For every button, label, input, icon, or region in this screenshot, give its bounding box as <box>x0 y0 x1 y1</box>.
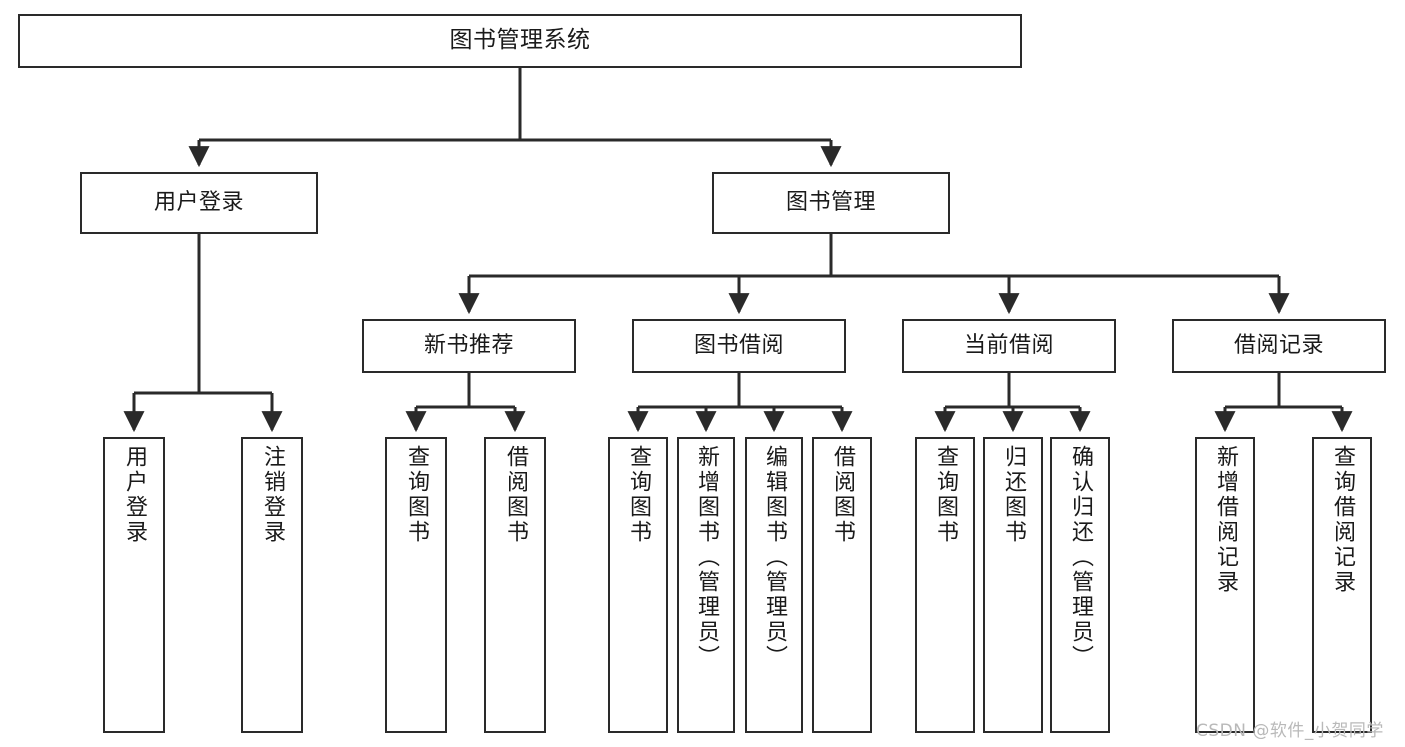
node-root[interactable]: 图书管理系统 <box>18 14 1022 68</box>
node-new-book-recommend[interactable]: 新书推荐 <box>362 319 576 373</box>
edge-borrowrecord-to-leaves <box>1214 373 1353 433</box>
edge-root-to-level2 <box>188 68 842 168</box>
node-user-login-label: 用户登录 <box>153 190 244 216</box>
node-leaf-add-record-label: 新增借阅记录 <box>1213 445 1238 595</box>
node-leaf-add-book-label: 新增图书（管理员） <box>694 445 719 670</box>
node-leaf-user-login-label: 用户登录 <box>122 445 147 545</box>
node-leaf-add-book[interactable]: 新增图书（管理员） <box>677 437 735 733</box>
node-leaf-add-record[interactable]: 新增借阅记录 <box>1195 437 1255 733</box>
node-borrow-record[interactable]: 借阅记录 <box>1172 319 1386 373</box>
csdn-watermark: CSDN @软件_小贺同学 <box>1196 721 1384 741</box>
node-leaf-query-record[interactable]: 查询借阅记录 <box>1312 437 1372 733</box>
node-user-login[interactable]: 用户登录 <box>80 172 318 234</box>
edge-newbook-to-leaves <box>405 373 526 433</box>
node-leaf-borrow-book-1[interactable]: 借阅图书 <box>484 437 546 733</box>
edge-bookborrow-to-leaves <box>627 373 853 433</box>
node-leaf-borrow-book-2-label: 借阅图书 <box>830 445 855 545</box>
node-leaf-edit-book-label: 编辑图书（管理员） <box>762 445 787 670</box>
edge-userlogin-to-leaves <box>123 234 283 433</box>
node-new-book-recommend-label: 新书推荐 <box>423 333 514 359</box>
edge-currentborrow-to-leaves <box>934 373 1091 433</box>
node-book-manage[interactable]: 图书管理 <box>712 172 950 234</box>
node-book-borrow-label: 图书借阅 <box>693 333 784 359</box>
node-leaf-logout-label: 注销登录 <box>260 445 285 545</box>
node-leaf-query-book-2[interactable]: 查询图书 <box>608 437 668 733</box>
node-current-borrow[interactable]: 当前借阅 <box>902 319 1116 373</box>
node-leaf-logout[interactable]: 注销登录 <box>241 437 303 733</box>
node-leaf-query-book-3[interactable]: 查询图书 <box>915 437 975 733</box>
node-book-borrow[interactable]: 图书借阅 <box>632 319 846 373</box>
node-leaf-edit-book[interactable]: 编辑图书（管理员） <box>745 437 803 733</box>
node-leaf-return-book[interactable]: 归还图书 <box>983 437 1043 733</box>
node-leaf-user-login[interactable]: 用户登录 <box>103 437 165 733</box>
node-leaf-query-record-label: 查询借阅记录 <box>1330 445 1355 595</box>
node-leaf-query-book-1[interactable]: 查询图书 <box>385 437 447 733</box>
node-leaf-query-book-3-label: 查询图书 <box>933 445 958 545</box>
edge-bookmanage-to-level3 <box>458 234 1290 315</box>
node-leaf-confirm-return-label: 确认归还（管理员） <box>1068 445 1093 670</box>
node-borrow-record-label: 借阅记录 <box>1233 333 1324 359</box>
node-leaf-return-book-label: 归还图书 <box>1001 445 1026 545</box>
node-root-label: 图书管理系统 <box>449 27 591 54</box>
node-leaf-query-book-2-label: 查询图书 <box>626 445 651 545</box>
node-leaf-borrow-book-1-label: 借阅图书 <box>503 445 528 545</box>
node-leaf-query-book-1-label: 查询图书 <box>404 445 429 545</box>
node-leaf-confirm-return[interactable]: 确认归还（管理员） <box>1050 437 1110 733</box>
node-book-manage-label: 图书管理 <box>785 190 876 216</box>
node-leaf-borrow-book-2[interactable]: 借阅图书 <box>812 437 872 733</box>
node-current-borrow-label: 当前借阅 <box>963 333 1054 359</box>
